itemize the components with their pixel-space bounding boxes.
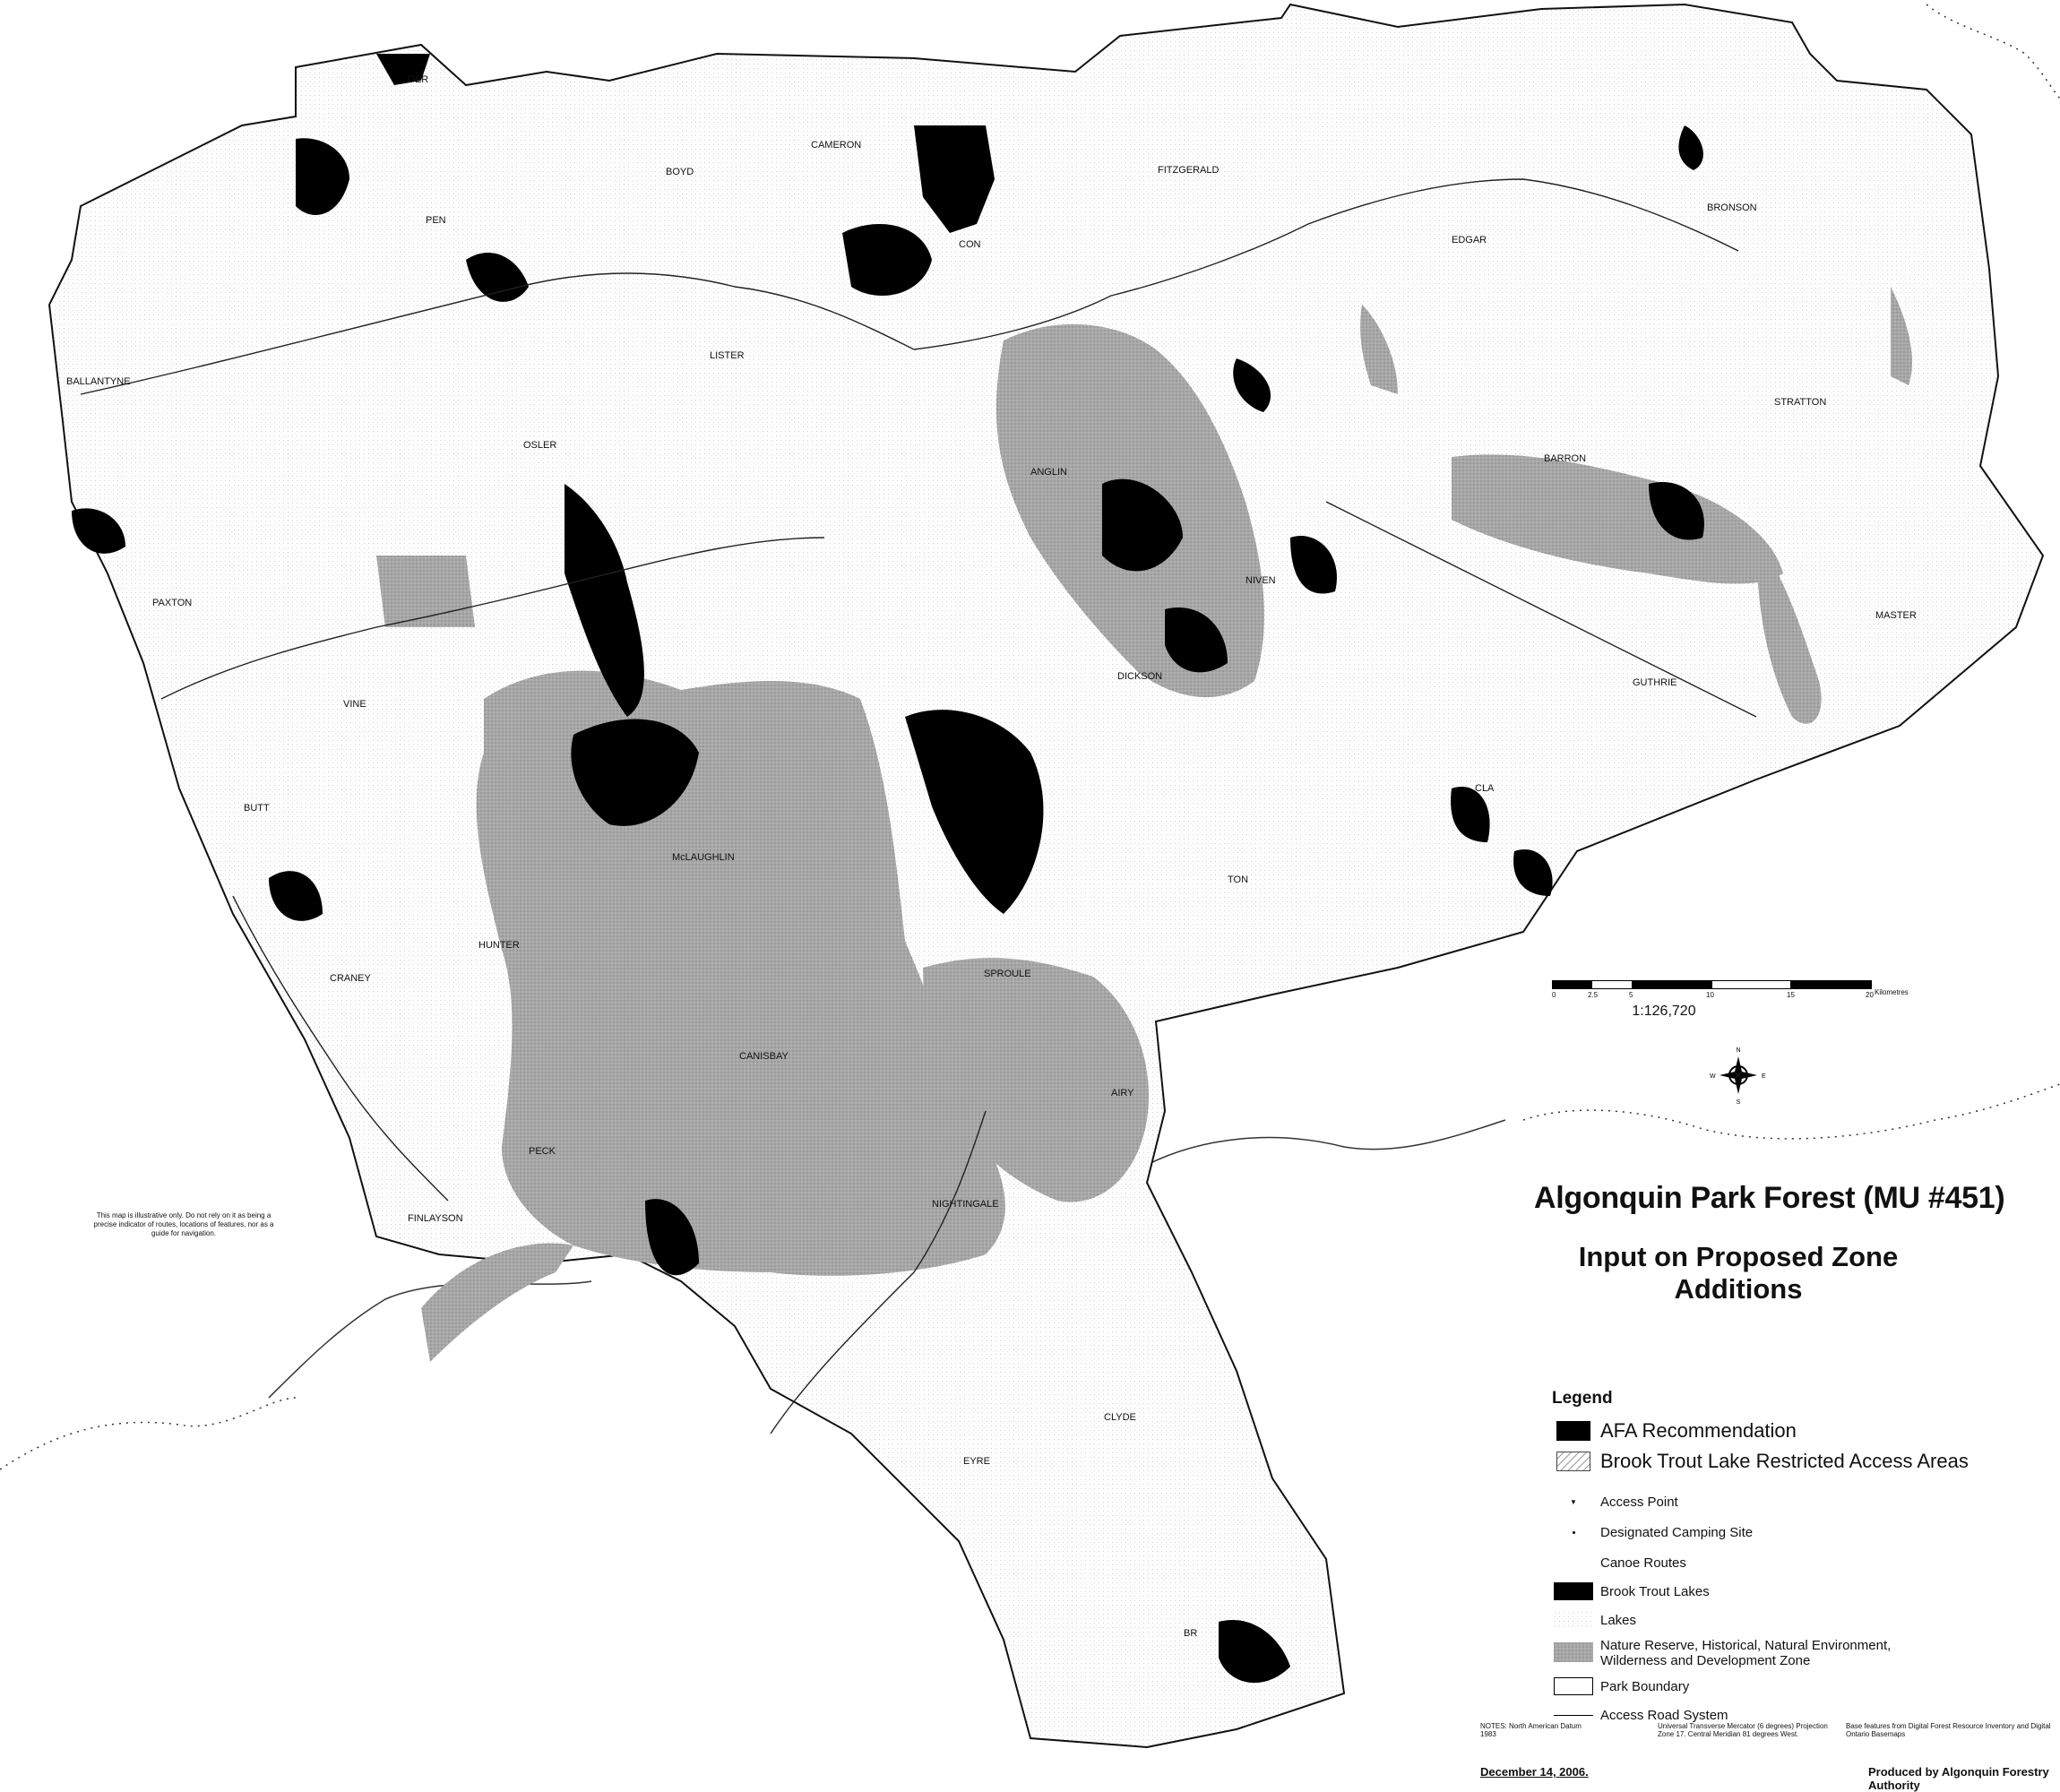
township-label: CLA	[1475, 783, 1495, 794]
legend-item-lakes: Lakes	[1552, 1609, 2054, 1631]
legend-label: Access Road System	[1600, 1707, 1728, 1723]
township-label: MASTER	[1875, 610, 1917, 621]
township-label: NIVEN	[1245, 575, 1276, 586]
legend-label: Designated Camping Site	[1600, 1524, 1754, 1540]
scale-tick: 2.5	[1588, 991, 1599, 999]
legend-item-canoe-routes: Canoe Routes	[1552, 1552, 2054, 1573]
township-label: BRONSON	[1707, 202, 1757, 213]
township-label: CLYDE	[1104, 1412, 1136, 1423]
map-date: December 14, 2006.	[1480, 1765, 1589, 1779]
township-label: CANISBAY	[739, 1051, 789, 1062]
legend-item-access-road: Access Road System	[1552, 1704, 2054, 1726]
scale-tick: 5	[1629, 991, 1633, 999]
map-subtitle: Input on Proposed Zone Additions	[1578, 1241, 1899, 1305]
compass-n: N	[1736, 1047, 1740, 1054]
township-label: ANGLIN	[1030, 467, 1067, 478]
scale-bar	[1552, 980, 1872, 989]
map-title: Algonquin Park Forest (MU #451)	[1534, 1181, 2005, 1215]
township-label: VINE	[343, 699, 366, 710]
township-label: OSLER	[523, 440, 556, 451]
legend-item-zone: Nature Reserve, Historical, Natural Envi…	[1552, 1638, 2054, 1668]
legend-label: Park Boundary	[1600, 1678, 1690, 1694]
township-label: PEN	[426, 215, 446, 226]
township-label: FITZGERALD	[1158, 165, 1220, 176]
legend-item-camping-site: Designated Camping Site	[1552, 1521, 2054, 1543]
grey-stipple-icon	[1552, 1638, 1595, 1667]
compass-w: W	[1710, 1073, 1716, 1080]
compass-rose-icon: N S W E	[1710, 1047, 1766, 1106]
legend-label: Lakes	[1600, 1612, 1637, 1628]
notes-datum: NOTES: North American Datum 1983	[1480, 1722, 1582, 1738]
scale-ratio: 1:126,720	[1632, 1004, 1696, 1019]
legend: Legend AFA Recommendation Brook Trout La…	[1552, 1389, 2054, 1726]
access-roads	[80, 178, 1757, 1434]
township-label: HUNTER	[478, 940, 520, 951]
legend-item-afa: AFA Recommendation	[1552, 1419, 2054, 1443]
black-fill-icon	[1552, 1420, 1595, 1442]
legend-label: Nature Reserve, Historical, Natural Envi…	[1600, 1638, 1892, 1668]
township-labels: CAMERON BOYD FITZGERALD BRONSON EDGAR LI…	[66, 74, 1917, 1639]
township-label: BR	[1184, 1628, 1197, 1639]
township-label: BUTT	[244, 803, 270, 814]
legend-label: Brook Trout Lakes	[1600, 1583, 1710, 1599]
township-label: FINLAYSON	[408, 1213, 463, 1224]
township-label: STRATTON	[1774, 397, 1826, 408]
compass-e: E	[1762, 1073, 1766, 1080]
black-fill-icon	[1552, 1581, 1595, 1602]
legend-label: AFA Recommendation	[1600, 1419, 1797, 1442]
township-label: BALLANTYNE	[66, 376, 131, 387]
legend-title: Legend	[1552, 1389, 1613, 1408]
notes-sources: Base features from Digital Forest Resour…	[1846, 1722, 2051, 1738]
legend-item-brook-trout-lakes: Brook Trout Lakes	[1552, 1581, 2054, 1602]
road-line-icon	[1552, 1704, 1595, 1726]
township-label: NIGHTINGALE	[932, 1199, 999, 1210]
outline-box-icon	[1552, 1676, 1595, 1697]
township-label: BARRON	[1544, 453, 1586, 464]
afa-recommendation-areas	[72, 54, 1704, 1684]
legend-label: Canoe Routes	[1600, 1555, 1686, 1571]
township-label: BOYD	[666, 167, 694, 177]
township-label: EDGAR	[1452, 235, 1487, 246]
scale-unit: Kilometres	[1875, 988, 1909, 996]
legend-item-park-boundary: Park Boundary	[1552, 1676, 2054, 1697]
township-label: CON	[959, 239, 981, 250]
hatched-fill-icon	[1552, 1451, 1595, 1472]
township-label: GUTHRIE	[1633, 677, 1677, 688]
township-label: DER	[408, 74, 428, 85]
legend-item-restricted-access: Brook Trout Lake Restricted Access Areas	[1552, 1450, 2054, 1473]
triangle-icon: ▼	[1570, 1497, 1577, 1506]
regional-boundary-lines	[0, 4, 2060, 1470]
township-label: McLAUGHLIN	[672, 852, 735, 863]
township-label: CRANEY	[330, 973, 372, 984]
township-label: CAMERON	[811, 140, 861, 151]
lake-stipple-icon	[1552, 1609, 1595, 1631]
legend-label: Brook Trout Lake Restricted Access Areas	[1600, 1450, 1969, 1472]
scale-bar-block: 0 2.5 5 10 15 20 Kilometres 1:126,720	[1552, 980, 1909, 1020]
scale-tick: 0	[1552, 991, 1556, 999]
canoe-route-icon	[1552, 1552, 1595, 1573]
township-label: SPROULE	[984, 969, 1031, 979]
park-boundary	[47, 3, 2045, 1749]
notes-projection: Universal Transverse Mercator (6 degrees…	[1658, 1722, 1828, 1738]
map-disclaimer: This map is illustrative only. Do not re…	[93, 1211, 274, 1237]
compass-s: S	[1737, 1099, 1741, 1106]
map-credit: Produced by Algonquin Forestry Authority	[1868, 1765, 2049, 1792]
dot-icon	[1552, 1521, 1595, 1543]
scale-tick: 15	[1787, 991, 1795, 999]
scale-tick: 20	[1866, 991, 1874, 999]
township-label: LISTER	[710, 350, 745, 361]
township-label: TON	[1228, 874, 1248, 885]
legend-label: Access Point	[1600, 1494, 1678, 1510]
scale-tick: 10	[1706, 991, 1714, 999]
scale-ticks: 0 2.5 5 10 15 20 Kilometres	[1552, 988, 1909, 1002]
township-label: PAXTON	[152, 598, 192, 608]
legend-item-access-point: ▼ Access Point	[1552, 1491, 2054, 1512]
township-label: AIRY	[1111, 1088, 1134, 1098]
township-label: EYRE	[963, 1456, 990, 1467]
township-label: DICKSON	[1117, 671, 1162, 682]
township-label: PECK	[529, 1146, 556, 1157]
